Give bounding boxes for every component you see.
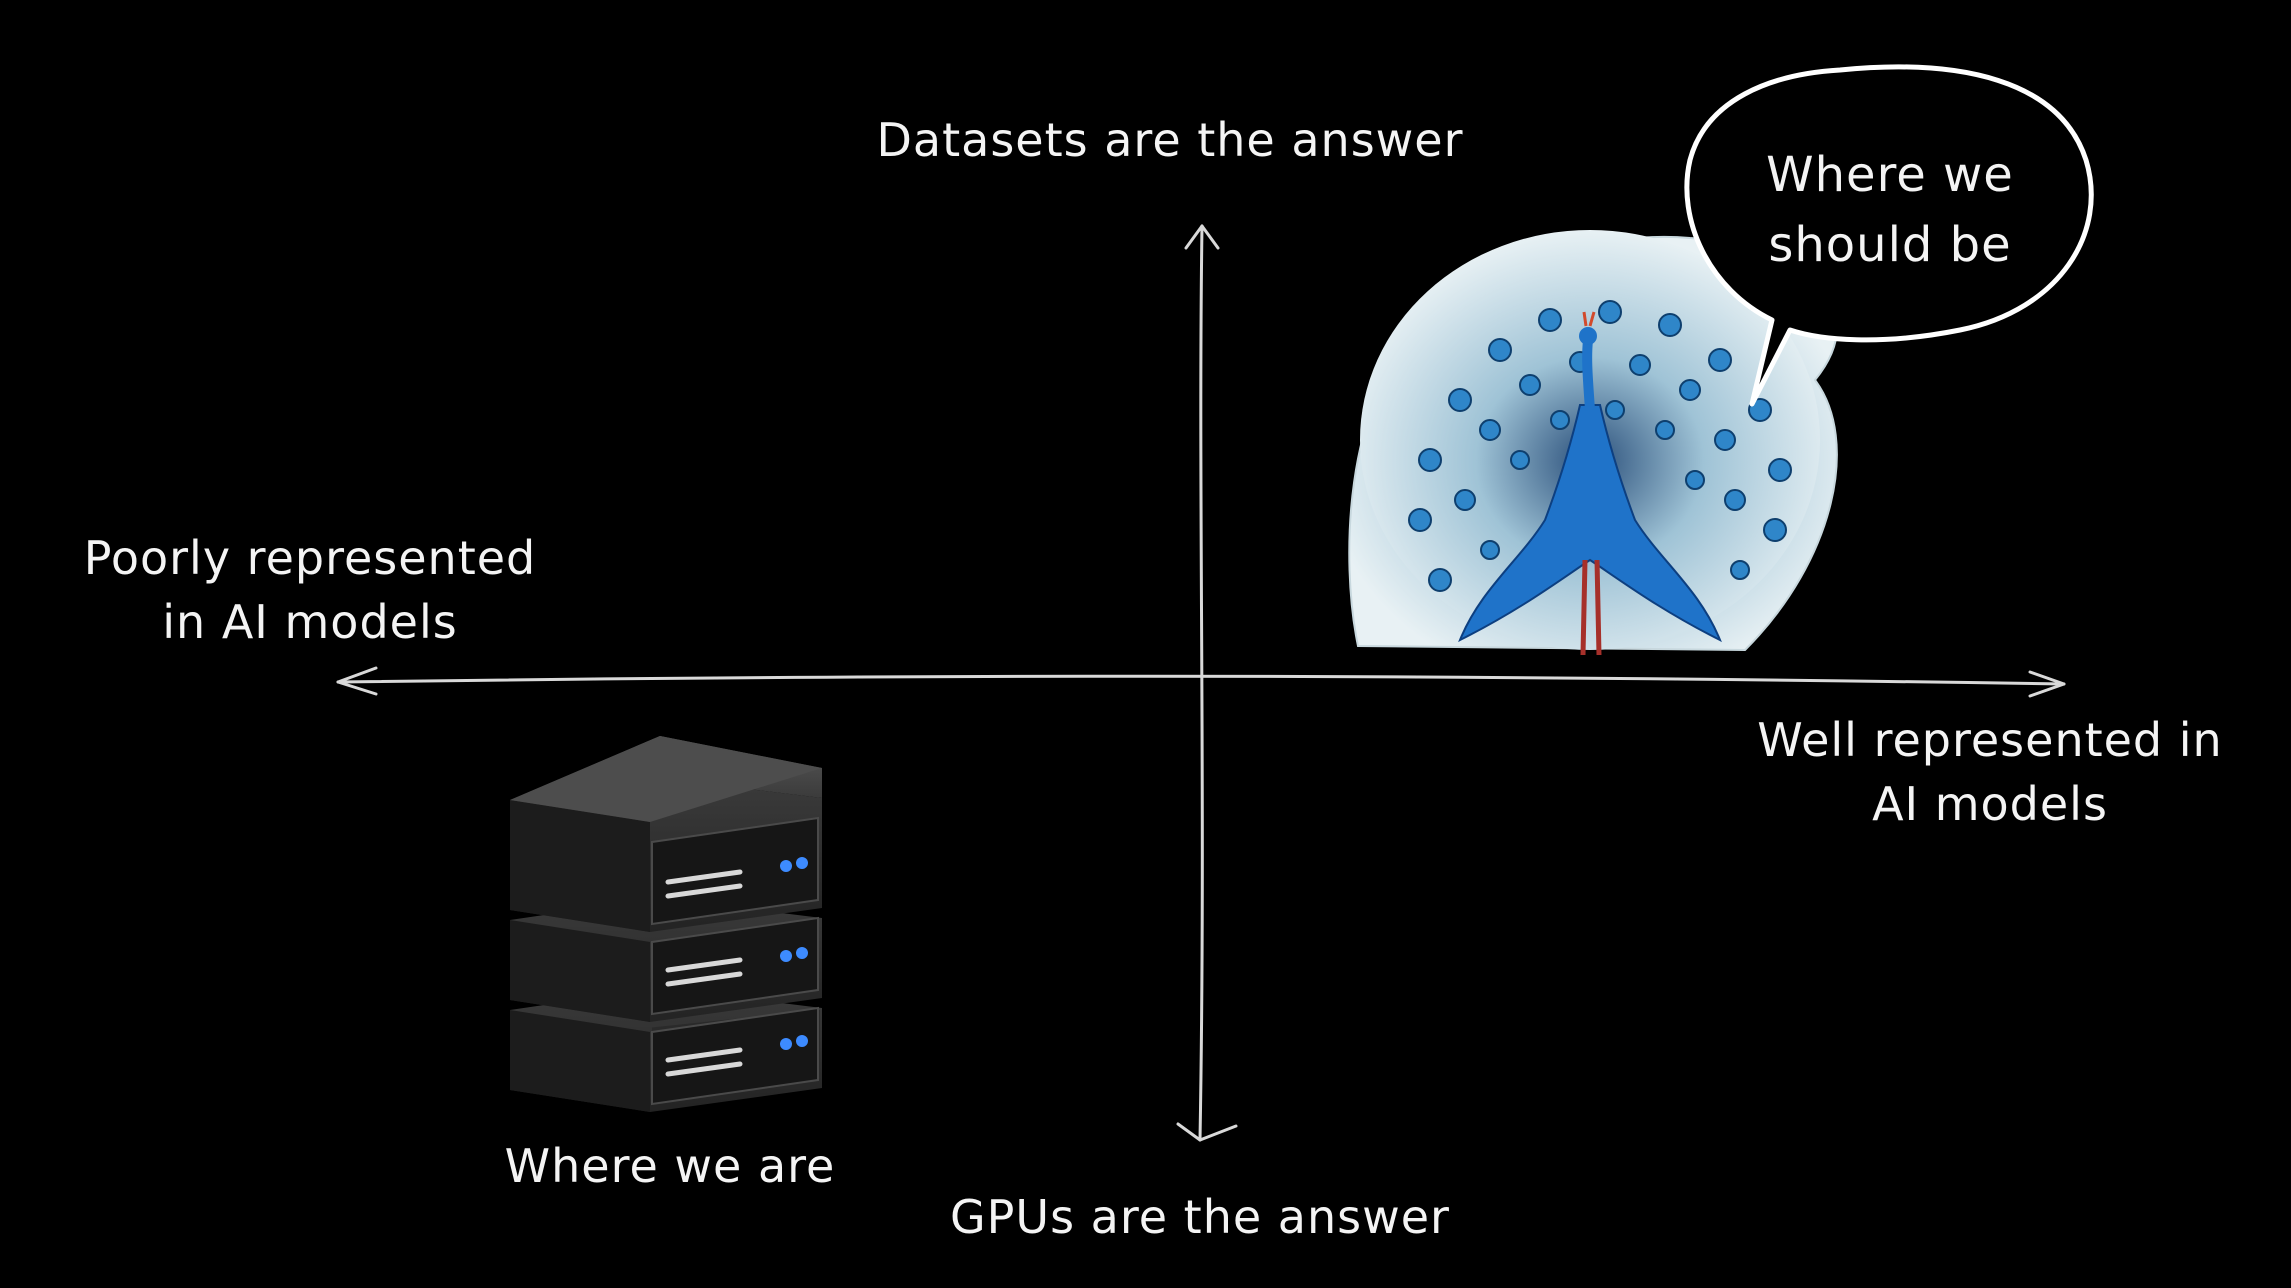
up-arrowhead-icon xyxy=(1184,224,1220,250)
left-axis-label-line: Poorly represented xyxy=(83,531,537,585)
current-position-label: Where we are xyxy=(504,1139,836,1193)
right-axis-label-line: Well represented in xyxy=(1757,713,2223,767)
right-axis-label: Well represented in AI models xyxy=(1740,708,2240,836)
left-axis-label-line: in AI models xyxy=(162,595,458,649)
horizontal-axis xyxy=(336,666,2066,698)
vertical-axis xyxy=(1176,224,1238,1142)
top-axis-label: Datasets are the answer xyxy=(876,113,1464,167)
peacock-icon xyxy=(1348,230,1838,656)
left-axis-label: Poorly represented in AI models xyxy=(60,526,560,654)
server-stack-icon xyxy=(510,736,822,1112)
left-arrowhead-icon xyxy=(336,666,378,696)
bubble-text-line: should be xyxy=(1768,217,2012,273)
down-arrowhead-icon xyxy=(1176,1122,1238,1142)
target-position-label: Where we should be xyxy=(1700,140,2080,280)
bottom-axis-label: GPUs are the answer xyxy=(950,1190,1450,1244)
right-arrowhead-icon xyxy=(2028,670,2066,698)
bubble-text-line: Where we xyxy=(1766,147,2014,203)
right-axis-label-line: AI models xyxy=(1872,777,2108,831)
speech-bubble xyxy=(1684,64,2094,407)
